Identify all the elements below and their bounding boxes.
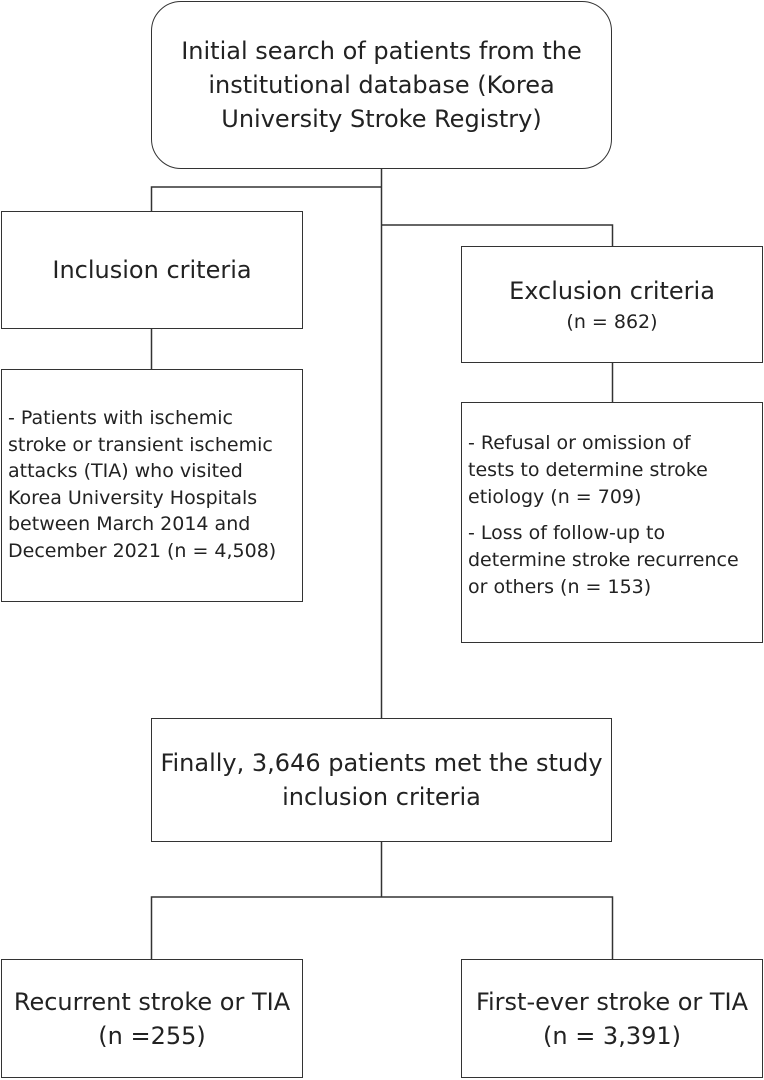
inclusion-detail-line: stroke or transient ischemic [8, 433, 273, 456]
exclusion-item-line: tests to determine stroke [468, 459, 708, 481]
recurrent-stroke-box: Recurrent stroke or TIA (n =255) [1, 959, 303, 1078]
inclusion-detail-line: December 2021 (n = 4,508) [8, 539, 277, 562]
exclusion-criteria-title: Exclusion criteria [509, 276, 715, 305]
exclusion-detail-box: - Refusal or omission of tests to determ… [461, 402, 763, 643]
inclusion-criteria-title: Inclusion criteria [52, 256, 252, 284]
exclusion-item-line: - Refusal or omission of [468, 432, 691, 454]
initial-search-box: Initial search of patients from the inst… [151, 1, 612, 169]
initial-search-line: University Stroke Registry) [221, 105, 542, 133]
inclusion-detail-line: Korea University Hospitals [8, 486, 258, 509]
exclusion-count: (n = 862) [566, 310, 658, 333]
first-ever-stroke-title: First-ever stroke or TIA [475, 987, 749, 1016]
exclusion-criteria-box: Exclusion criteria (n = 862) [461, 246, 763, 363]
connector-final-split [150, 842, 614, 959]
exclusion-item-line: determine stroke recurrence [468, 549, 739, 571]
exclusion-item-line: etiology (n = 709) [468, 486, 642, 508]
connector-to-exclusion [381, 224, 614, 246]
inclusion-detail-line: attacks (TIA) who visited [8, 460, 243, 482]
recurrent-stroke-title: Recurrent stroke or TIA [13, 987, 291, 1016]
exclusion-item-line: or others (n = 153) [468, 576, 652, 598]
inclusion-detail-box: - Patients with ischemic stroke or trans… [1, 369, 303, 602]
final-cohort-box: Finally, 3,646 patients met the study in… [151, 718, 612, 842]
final-cohort-line: Finally, 3,646 patients met the study [160, 749, 603, 777]
initial-search-line: Initial search of patients from the [181, 37, 582, 65]
connector-to-inclusion [150, 186, 382, 211]
recurrent-stroke-count: (n =255) [98, 1021, 206, 1050]
exclusion-item-refusal: - Refusal or omission of tests to determ… [468, 430, 762, 511]
exclusion-item-loss-follow-up: - Loss of follow-up to determine stroke … [468, 520, 762, 601]
exclusion-item-line: - Loss of follow-up to [468, 522, 666, 544]
inclusion-detail-line: between March 2014 and [8, 513, 251, 535]
final-cohort-line: inclusion criteria [282, 783, 481, 811]
inclusion-detail-line: - Patients with ischemic [8, 407, 233, 429]
inclusion-criteria-box: Inclusion criteria [1, 211, 303, 329]
first-ever-stroke-box: First-ever stroke or TIA (n = 3,391) [461, 959, 763, 1078]
first-ever-stroke-count: (n = 3,391) [542, 1021, 681, 1050]
initial-search-line: institutional database (Korea [208, 71, 555, 99]
